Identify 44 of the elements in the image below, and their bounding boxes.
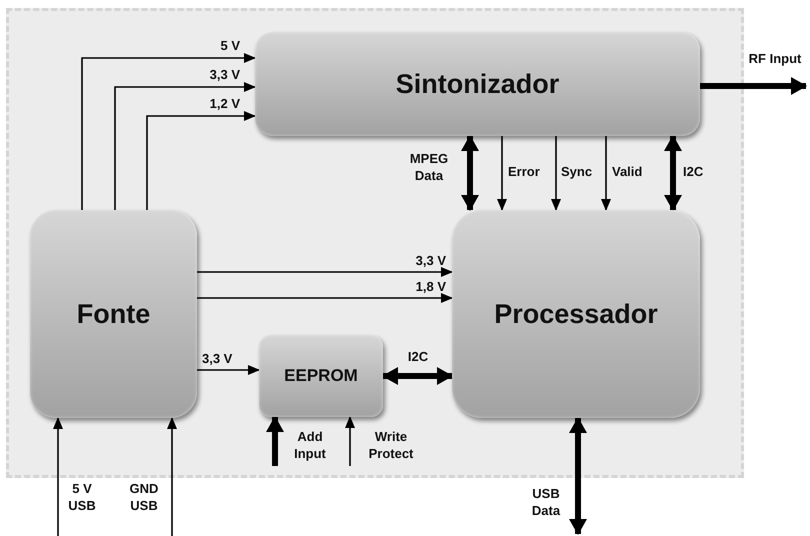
block-title: Sintonizador — [396, 68, 560, 100]
edge-label: 3,3 V — [208, 66, 240, 83]
edge-label: 1,8 V — [414, 278, 446, 295]
block-box — [30, 210, 197, 418]
edge-label: 5 V USB — [67, 480, 97, 514]
edge-label: I2C — [406, 348, 430, 365]
arrow — [461, 135, 479, 211]
edge-label: USB Data — [530, 485, 562, 519]
edge-label: 5 V — [219, 37, 240, 54]
arrow — [551, 136, 561, 211]
edge-label: 1,2 V — [208, 95, 240, 112]
arrow — [345, 416, 355, 466]
arrow — [197, 267, 453, 277]
block-box — [259, 335, 383, 417]
edge-label: 3,3 V — [202, 350, 234, 367]
edge-label: I2C — [683, 163, 704, 180]
arrow — [601, 136, 611, 211]
arrow — [266, 416, 284, 466]
arrow — [569, 417, 587, 535]
block-title: Fonte — [76, 298, 150, 330]
arrow — [497, 136, 507, 211]
block-box — [452, 210, 700, 418]
edge-label: 3,3 V — [414, 252, 446, 269]
edge-label: GND USB — [128, 480, 160, 514]
arrow — [53, 417, 63, 536]
arrow — [197, 293, 453, 303]
block-title: EEPROM — [284, 366, 358, 386]
arrow — [197, 365, 260, 375]
arrow — [146, 111, 256, 210]
arrow — [700, 77, 807, 95]
edge-label: Write Protect — [368, 428, 414, 462]
arrow — [664, 135, 682, 211]
block-title: Processador — [494, 298, 658, 330]
arrow — [81, 53, 256, 210]
edge-label: Error — [508, 163, 541, 180]
arrow — [114, 82, 256, 210]
edge-label: Add Input — [293, 428, 327, 462]
arrow — [382, 367, 453, 385]
arrow — [167, 417, 177, 536]
edge-label: Valid — [612, 163, 644, 180]
block-box — [255, 32, 700, 136]
edge-label: MPEG Data — [408, 150, 450, 184]
edge-label: RF Input — [748, 50, 802, 67]
edge-label: Sync — [561, 163, 594, 180]
